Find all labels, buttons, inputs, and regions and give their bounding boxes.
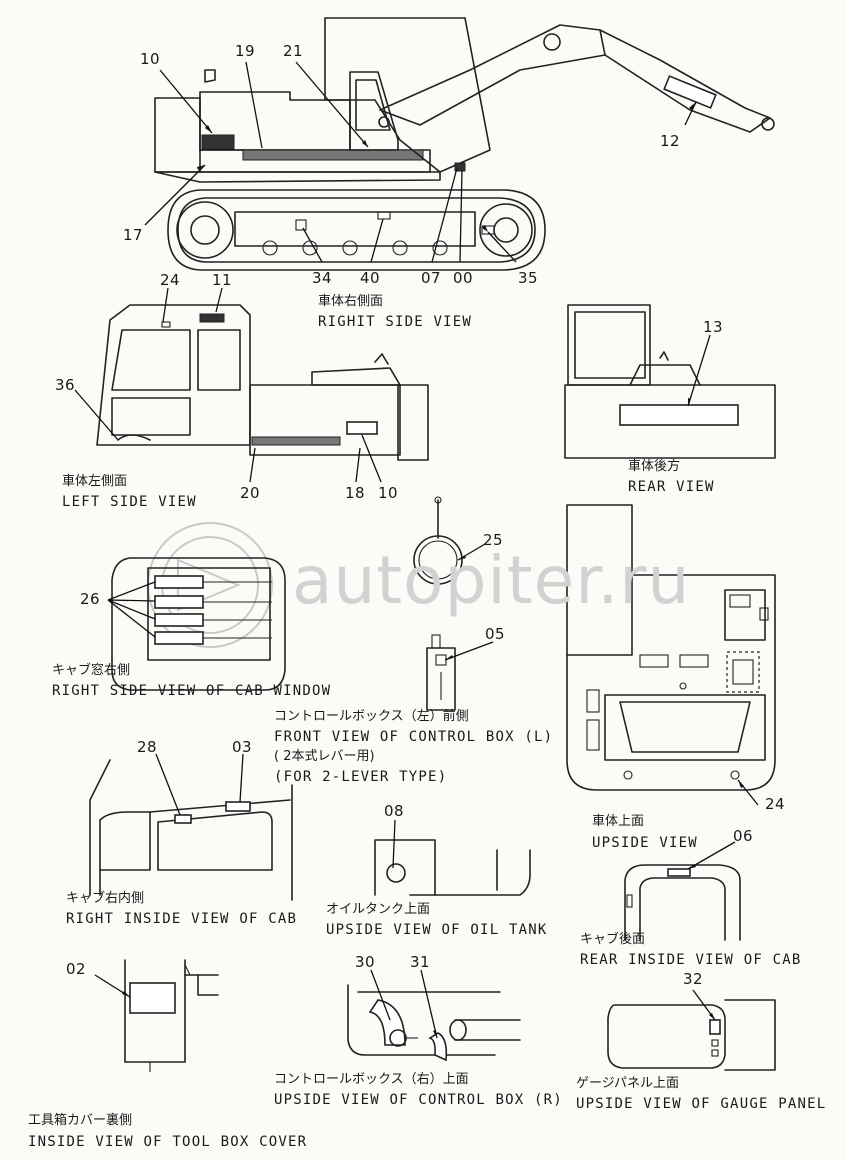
cab-window-view-jp: キャブ窓右側 — [52, 663, 131, 678]
callout-31: 31 — [410, 953, 431, 971]
cab-rear-view-jp: キャブ後面 — [580, 932, 646, 947]
control-box-left — [413, 496, 463, 711]
left-side-view-label: LEFT SIDE VIEW — [62, 494, 197, 510]
callout-07: 07 — [421, 269, 442, 287]
control-box-front-note-jp: ( 2本式レバー用) — [274, 749, 375, 764]
upside-view-label: UPSIDE VIEW — [592, 835, 698, 851]
callout-24: 24 — [160, 271, 181, 289]
callout-10: 10 — [140, 50, 161, 68]
excavator-upside — [566, 504, 776, 791]
oil-tank-view-jp: オイルタンク上面 — [326, 902, 431, 917]
tool-box-view-jp: 工具箱カバー裏側 — [28, 1113, 133, 1128]
upside-view-jp: 車体上面 — [592, 814, 645, 829]
callout-35: 35 — [518, 269, 539, 287]
callout-21: 21 — [283, 42, 304, 60]
cab-inside — [89, 759, 293, 901]
callout-32: 32 — [683, 970, 704, 988]
callout-11: 11 — [212, 271, 233, 289]
rear-view-jp: 車体後方 — [628, 459, 681, 474]
callout-30: 30 — [355, 953, 376, 971]
gauge-panel-view-jp: ゲージパネル上面 — [576, 1076, 679, 1091]
callout-06: 06 — [733, 827, 754, 845]
callout-34: 34 — [312, 269, 333, 287]
callout-19: 19 — [235, 42, 256, 60]
callout-17: 17 — [123, 226, 144, 244]
callout-02: 02 — [66, 960, 87, 978]
callout-08: 08 — [384, 802, 405, 820]
callout-40: 40 — [360, 269, 381, 287]
callout-03: 03 — [232, 738, 253, 756]
left-side-view-jp: 車体左側面 — [62, 474, 128, 489]
leader-lines — [74, 61, 759, 1039]
control-box-front-label: FRONT VIEW OF CONTROL BOX (L) — [274, 729, 554, 745]
callout-05: 05 — [485, 625, 506, 643]
callout-24: 24 — [765, 795, 786, 813]
gauge-panel-view-label: UPSIDE VIEW OF GAUGE PANEL — [576, 1096, 827, 1112]
control-box-front-note: (FOR 2-LEVER TYPE) — [274, 769, 448, 785]
control-box-right — [347, 984, 521, 1062]
tool-box-cover — [124, 959, 219, 1072]
callout-28: 28 — [137, 738, 158, 756]
excavator-rear — [564, 304, 776, 459]
callout-10: 10 — [378, 484, 399, 502]
cab-window-view-label: RIGHT SIDE VIEW OF CAB WINDOW — [52, 683, 332, 699]
cab-rear-inside — [624, 864, 741, 941]
cab-inside-view-jp: キャブ右内側 — [66, 891, 145, 906]
control-box-upside-jp: コントロールボックス（右）上面 — [274, 1072, 469, 1087]
right-side-view-jp: 車体右側面 — [318, 294, 384, 309]
watermark-text: autopiter.ru — [292, 542, 691, 619]
excavator-left-side — [96, 304, 429, 461]
callout-20: 20 — [240, 484, 261, 502]
callout-18: 18 — [345, 484, 366, 502]
callout-26: 26 — [80, 590, 101, 608]
gauge-panel — [607, 999, 776, 1071]
control-box-upside-label: UPSIDE VIEW OF CONTROL BOX (R) — [274, 1092, 563, 1108]
control-box-front-jp: コントロールボックス（左）前側 — [274, 709, 469, 724]
cab-window — [111, 557, 286, 691]
excavator-right-side — [154, 17, 775, 271]
oil-tank-view-label: UPSIDE VIEW OF OIL TANK — [326, 922, 548, 938]
tool-box-view-label: INSIDE VIEW OF TOOL BOX COVER — [28, 1134, 308, 1150]
cab-inside-view-label: RIGHT INSIDE VIEW OF CAB — [66, 911, 298, 927]
oil-tank — [374, 839, 531, 896]
rear-view-label: REAR VIEW — [628, 479, 715, 495]
cab-rear-view-label: REAR INSIDE VIEW OF CAB — [580, 952, 802, 968]
leader-arrowheads — [122, 102, 744, 1038]
callout-36: 36 — [55, 376, 76, 394]
callout-12: 12 — [660, 132, 681, 150]
callout-25: 25 — [483, 531, 504, 549]
right-side-view-label: RIGHIT SIDE VIEW — [318, 314, 473, 330]
callout-00: 00 — [453, 269, 474, 287]
callout-13: 13 — [703, 318, 724, 336]
